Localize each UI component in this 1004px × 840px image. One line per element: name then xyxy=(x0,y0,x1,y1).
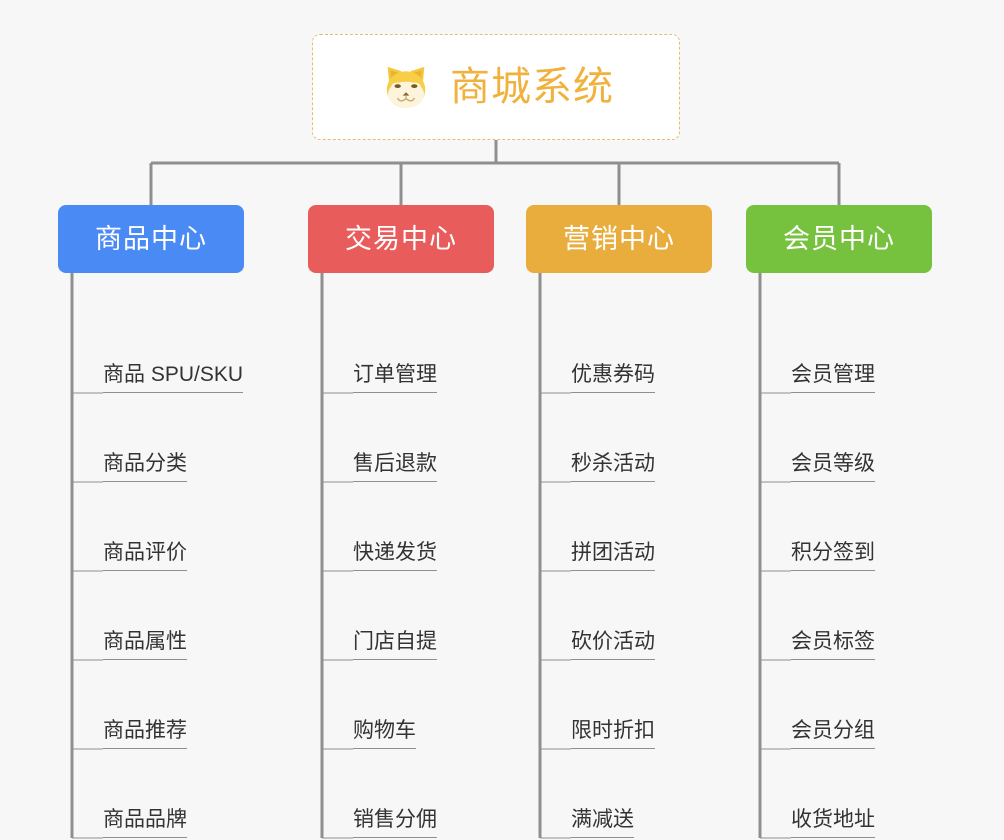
leaf-label: 限时折扣 xyxy=(571,719,655,749)
leaf-list: 商品 SPU/SKU 商品分类商品评价商品属性商品推荐商品品牌 xyxy=(58,304,290,838)
leaf-label: 商品推荐 xyxy=(103,719,187,749)
leaf-label: 优惠券码 xyxy=(571,363,655,393)
leaf-label: 商品评价 xyxy=(103,541,187,571)
leaf-label: 拼团活动 xyxy=(571,541,655,571)
leaf-item[interactable]: 积分签到 xyxy=(760,482,978,571)
category-label: 会员中心 xyxy=(783,223,895,254)
leaf-list: 订单管理售后退款快递发货门店自提购物车销售分佣 xyxy=(308,304,540,838)
leaf-list: 会员管理会员等级积分签到会员标签会员分组收货地址 xyxy=(746,304,978,838)
leaf-item[interactable]: 商品属性 xyxy=(72,571,290,660)
leaf-item[interactable]: 订单管理 xyxy=(322,304,540,393)
leaf-label: 销售分佣 xyxy=(353,808,437,838)
leaf-label: 收货地址 xyxy=(791,808,875,838)
leaf-label: 订单管理 xyxy=(353,363,437,393)
category-label: 交易中心 xyxy=(345,223,457,254)
category-node[interactable]: 商品中心 xyxy=(58,205,244,273)
leaf-label: 商品 SPU/SKU xyxy=(103,363,244,393)
leaf-label: 商品分类 xyxy=(103,452,187,482)
leaf-item[interactable]: 砍价活动 xyxy=(540,571,758,660)
leaf-item[interactable]: 快递发货 xyxy=(322,482,540,571)
leaf-item[interactable]: 商品评价 xyxy=(72,482,290,571)
leaf-item[interactable]: 限时折扣 xyxy=(540,660,758,749)
leaf-item[interactable]: 会员等级 xyxy=(760,393,978,482)
leaf-item[interactable]: 商品 SPU/SKU xyxy=(72,304,290,393)
category-column: 会员中心会员管理会员等级积分签到会员标签会员分组收货地址 xyxy=(746,205,978,838)
leaf-item[interactable]: 商品推荐 xyxy=(72,660,290,749)
leaf-item[interactable]: 购物车 xyxy=(322,660,540,749)
leaf-label: 秒杀活动 xyxy=(571,452,655,482)
leaf-label: 会员等级 xyxy=(791,452,875,482)
leaf-item[interactable]: 秒杀活动 xyxy=(540,393,758,482)
leaf-label: 售后退款 xyxy=(353,452,437,482)
root-node[interactable]: 商城系统 xyxy=(312,34,680,140)
leaf-item[interactable]: 拼团活动 xyxy=(540,482,758,571)
leaf-item[interactable]: 销售分佣 xyxy=(322,749,540,838)
leaf-label: 会员管理 xyxy=(791,363,875,393)
category-column: 交易中心订单管理售后退款快递发货门店自提购物车销售分佣 xyxy=(308,205,540,838)
leaf-label: 门店自提 xyxy=(353,630,437,660)
leaf-item[interactable]: 商品分类 xyxy=(72,393,290,482)
leaf-label: 会员标签 xyxy=(791,630,875,660)
leaf-item[interactable]: 优惠券码 xyxy=(540,304,758,393)
leaf-label: 满减送 xyxy=(571,808,634,838)
shiba-dog-icon xyxy=(386,66,426,108)
leaf-label: 积分签到 xyxy=(791,541,875,571)
leaf-label: 商品属性 xyxy=(103,630,187,660)
leaf-label: 快递发货 xyxy=(353,541,437,571)
leaf-item[interactable]: 会员标签 xyxy=(760,571,978,660)
leaf-list: 优惠券码秒杀活动拼团活动砍价活动限时折扣满减送 xyxy=(526,304,758,838)
leaf-item[interactable]: 售后退款 xyxy=(322,393,540,482)
category-label: 商品中心 xyxy=(95,223,207,254)
leaf-item[interactable]: 门店自提 xyxy=(322,571,540,660)
category-label: 营销中心 xyxy=(563,223,675,254)
leaf-item[interactable]: 收货地址 xyxy=(760,749,978,838)
category-node[interactable]: 交易中心 xyxy=(308,205,494,273)
leaf-label: 购物车 xyxy=(353,719,416,749)
leaf-item[interactable]: 满减送 xyxy=(540,749,758,838)
leaf-label: 砍价活动 xyxy=(571,630,655,660)
category-node[interactable]: 营销中心 xyxy=(526,205,712,273)
root-title: 商城系统 xyxy=(450,65,614,109)
leaf-item[interactable]: 商品品牌 xyxy=(72,749,290,838)
leaf-label: 商品品牌 xyxy=(103,808,187,838)
category-column: 营销中心优惠券码秒杀活动拼团活动砍价活动限时折扣满减送 xyxy=(526,205,758,838)
leaf-item[interactable]: 会员分组 xyxy=(760,660,978,749)
category-column: 商品中心商品 SPU/SKU 商品分类商品评价商品属性商品推荐商品品牌 xyxy=(58,205,290,838)
leaf-label: 会员分组 xyxy=(791,719,875,749)
category-node[interactable]: 会员中心 xyxy=(746,205,932,273)
leaf-item[interactable]: 会员管理 xyxy=(760,304,978,393)
